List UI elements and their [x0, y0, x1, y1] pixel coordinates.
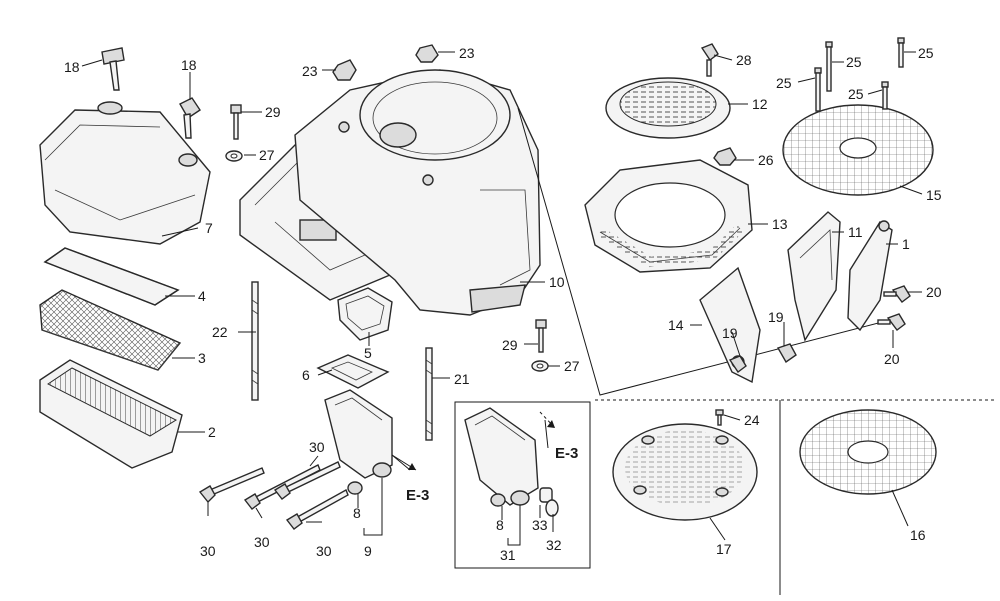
screw-25-c	[814, 67, 822, 112]
callout-27-upper: 27	[259, 147, 275, 163]
callout-1: 1	[902, 236, 910, 252]
callout-12: 12	[752, 96, 768, 112]
callout-18-left: 18	[64, 59, 80, 75]
callout-4: 4	[198, 288, 206, 304]
callout-5: 5	[364, 345, 372, 361]
callout-30-d: 30	[316, 543, 332, 559]
callout-20-lower: 20	[884, 351, 900, 367]
callouts: 18 18 7 4 3 2 22 5 6 21 23 23 29 27 29 2…	[64, 45, 942, 563]
screw-25-a	[825, 41, 833, 92]
fan-shroud	[294, 69, 541, 316]
bolt-30-d	[285, 489, 349, 530]
callout-28: 28	[736, 52, 752, 68]
e3-arrow-lower-left	[391, 454, 417, 471]
callout-7: 7	[205, 220, 213, 236]
callout-25-c: 25	[776, 75, 792, 91]
callout-8-inset: 8	[496, 517, 504, 533]
callout-21: 21	[454, 371, 470, 387]
shroud-nut-left	[332, 59, 357, 81]
callout-25-d: 25	[848, 86, 864, 102]
bracket-1	[847, 220, 893, 332]
callout-27-lower: 27	[564, 358, 580, 374]
callout-29-lower: 29	[502, 337, 518, 353]
shroud-nut-right	[415, 44, 439, 63]
bolt-30-a	[198, 467, 265, 504]
callout-30-b: 30	[254, 534, 270, 550]
gasket-6	[316, 354, 390, 389]
callout-20-upper: 20	[926, 284, 942, 300]
callout-8-lower: 8	[353, 505, 361, 521]
guide-11	[787, 211, 841, 342]
base-gasket	[337, 287, 393, 341]
pre-cleaner-sheet	[43, 247, 180, 306]
callout-30-a: 30	[200, 543, 216, 559]
screw-25-b	[897, 37, 905, 68]
callout-19-right: 19	[768, 309, 784, 325]
callout-24: 24	[744, 412, 760, 428]
callout-29-upper: 29	[265, 104, 281, 120]
callout-18-right: 18	[181, 57, 197, 73]
intake-elbow-9	[324, 389, 393, 479]
disc-17	[612, 423, 758, 521]
bolt-19-b	[776, 343, 797, 364]
callout-15: 15	[926, 187, 942, 203]
stud-22	[251, 281, 259, 401]
screen-plate-12	[605, 77, 731, 139]
callout-17: 17	[716, 541, 732, 557]
reference-e3-inset: E-3	[555, 445, 578, 462]
callout-13: 13	[772, 216, 788, 232]
paper-element	[39, 359, 183, 469]
callout-31: 31	[500, 547, 516, 563]
bolt-30-c	[273, 461, 341, 500]
bolt-19-a	[728, 355, 747, 374]
fan-housing-13	[584, 159, 753, 273]
callout-2: 2	[208, 424, 216, 440]
bolt-29-lower	[535, 319, 547, 353]
cover-knob-left	[101, 47, 125, 91]
callout-6: 6	[302, 367, 310, 383]
bolt-28	[700, 43, 719, 77]
group-boundary	[517, 107, 891, 396]
inset-box-elbow	[454, 401, 591, 569]
callout-16: 16	[910, 527, 926, 543]
callout-23-right: 23	[459, 45, 475, 61]
stud-21	[425, 347, 433, 441]
callout-25-a: 25	[846, 54, 862, 70]
callout-11: 11	[848, 224, 863, 240]
e3-arrow-inset	[539, 411, 556, 429]
screw-24	[715, 409, 724, 426]
washer-27-lower	[531, 360, 549, 372]
callout-14: 14	[668, 317, 684, 333]
round-screen-16	[799, 409, 937, 495]
leader-lines	[81, 51, 923, 546]
bolt-20-a	[883, 285, 911, 303]
bolt-29-upper	[230, 104, 242, 140]
callout-32: 32	[546, 537, 562, 553]
callout-22: 22	[212, 324, 228, 340]
washer-27-upper	[225, 150, 243, 162]
screw-25-d	[881, 81, 889, 110]
callout-25-b: 25	[918, 45, 934, 61]
foam-element	[39, 289, 182, 371]
air-cleaner-cover	[39, 101, 211, 245]
callout-19-left: 19	[722, 325, 738, 341]
callout-23-left: 23	[302, 63, 318, 79]
cover-knob-right	[179, 97, 201, 139]
callout-26: 26	[758, 152, 774, 168]
callout-10: 10	[549, 274, 565, 290]
reference-e3-lower: E-3	[406, 487, 429, 504]
bolt-20-b	[877, 313, 906, 331]
callout-33: 33	[532, 517, 548, 533]
seal-8-lower	[347, 481, 363, 495]
callout-30-c: 30	[309, 439, 325, 455]
callout-3: 3	[198, 350, 206, 366]
callout-9: 9	[364, 543, 372, 559]
nut-26	[713, 147, 737, 166]
round-screen-15	[782, 104, 934, 196]
